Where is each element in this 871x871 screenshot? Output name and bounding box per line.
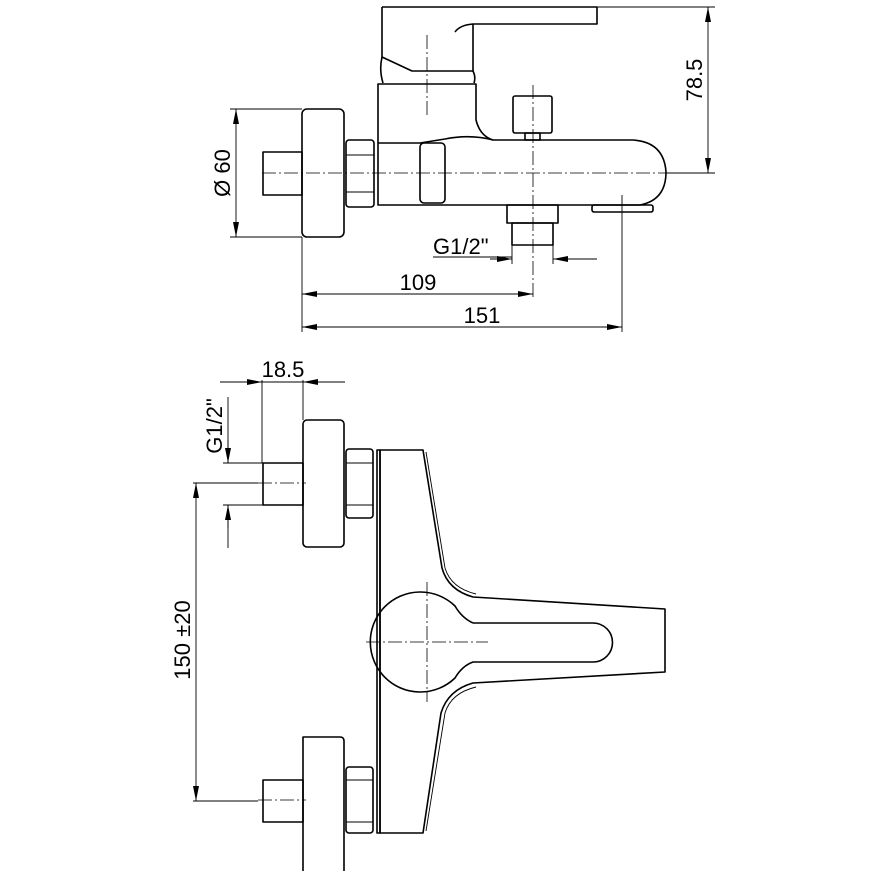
lever-outline [369, 591, 614, 693]
lever-handle [381, 6, 598, 72]
spout-body [377, 135, 667, 206]
upper-hex-nut [345, 448, 374, 519]
outlet-distance-label: 109 [400, 270, 437, 295]
spout-aerator [591, 204, 654, 213]
lower-inlet-pipe [262, 779, 304, 823]
bottom-outlet-nut [506, 204, 559, 224]
outlet-thread-label: G1/2" [433, 234, 489, 259]
diverter-knob [512, 95, 553, 134]
diverter-stem [524, 132, 541, 141]
mixer-body [379, 449, 666, 834]
upper-wall-flange [302, 419, 345, 548]
lower-hex-nut [345, 766, 374, 834]
inlet-thread-label: G1/2" [202, 398, 227, 454]
diameter-label: Ø 60 [210, 149, 235, 197]
inlet-spacing-label: 150 ±20 [170, 600, 195, 679]
inlet-pipe [262, 151, 303, 196]
inlet-length-label: 18.5 [262, 357, 305, 382]
hex-nut [345, 139, 375, 208]
cartridge-cap [377, 83, 494, 141]
spout-length-label: 151 [464, 303, 501, 328]
upper-inlet-pipe [262, 462, 304, 506]
height-label: 78.5 [682, 59, 707, 102]
lower-wall-flange [302, 736, 345, 871]
side-view: Ø 60 78.5 G1/2" 109 151 [210, 6, 715, 332]
bottom-outlet-thread [511, 222, 554, 246]
front-view: 18.5 G1/2" 150 ±20 [170, 357, 666, 871]
lever-neck [379, 56, 476, 84]
